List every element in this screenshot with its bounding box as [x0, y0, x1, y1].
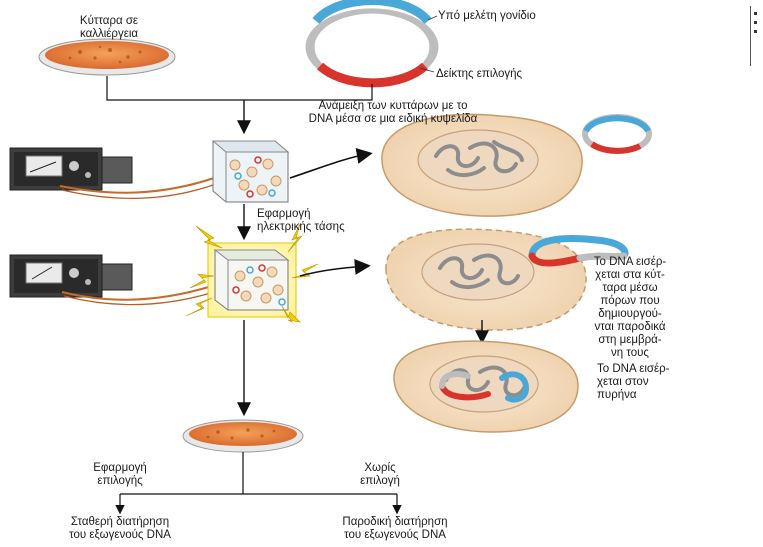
- apply-voltage-line2: ηλεκτρικής τάσης: [257, 221, 345, 233]
- mixing-line1: Ανάμειξη των κυττάρων με το: [318, 100, 468, 112]
- cuvette-icon: [211, 140, 290, 203]
- apply-selection-line1: Εφαρμογή: [93, 462, 147, 474]
- cells-culture-label: Κύτταρα σε καλλιέργεια: [54, 15, 164, 41]
- dna-enters-cells-line1: Το DNA εισέρ-: [593, 256, 667, 268]
- dna-enters-cells-line7: στη μεμβρά-: [598, 334, 662, 346]
- transient-maintenance-label: Παροδική διατήρηση του εξωγενούς DNA: [300, 516, 490, 542]
- dna-enters-cells-line3: ταρα μέσω: [602, 282, 658, 294]
- transient-maintenance-line2: του εξωγενούς DNA: [344, 529, 446, 541]
- no-selection-line2: επιλογή: [360, 475, 400, 487]
- gene-under-study-label: Υπό μελέτη γονίδιο: [438, 10, 536, 22]
- cell-icon: [385, 228, 629, 331]
- dna-enters-cells-line4: πόρων που: [600, 295, 660, 307]
- dna-enters-cells-line6: νται παροδικά: [594, 321, 666, 333]
- cell-icon: [393, 340, 579, 433]
- petri-dish-icon: [182, 419, 304, 453]
- cuvette-icon: [207, 242, 297, 318]
- dna-enters-cells-line2: χεται στα κύτ-: [595, 269, 665, 281]
- dna-enters-cells-line8: νη τους: [611, 347, 649, 359]
- dna-enters-nucleus-line3: πυρήνα: [597, 389, 637, 401]
- dna-enters-nucleus-line2: χεται στον: [597, 376, 649, 388]
- page-edge-mark: [750, 6, 761, 66]
- dna-enters-cells-line5: δημιουργού-: [598, 308, 662, 320]
- apply-voltage-label: Εφαρμογή ηλεκτρικής τάσης: [257, 208, 345, 234]
- apply-selection-line2: επιλογής: [97, 475, 143, 487]
- mixing-label: Ανάμειξη των κυττάρων με το DNA μέσα σε …: [248, 100, 538, 126]
- stable-maintenance-line2: του εξωγενούς DNA: [69, 529, 171, 541]
- plasmid-icon: [305, 0, 439, 88]
- apply-voltage-line1: Εφαρμογή: [257, 208, 311, 220]
- power-supply-icon: [9, 254, 133, 298]
- transient-maintenance-line1: Παροδική διατήρηση: [342, 516, 448, 528]
- dna-enters-nucleus-label: Το DNA εισέρ- χεται στον πυρήνα: [597, 363, 669, 402]
- no-selection-line1: Χωρίς: [364, 462, 396, 474]
- dna-enters-nucleus-line1: Το DNA εισέρ-: [597, 363, 670, 375]
- cell-icon: [381, 113, 583, 217]
- apply-selection-label: Εφαρμογή επιλογής: [70, 462, 170, 488]
- dna-enters-cells-label: Το DNA εισέρ- χεται στα κύτ- ταρα μέσω π…: [580, 256, 680, 360]
- spark-icon: [185, 223, 319, 323]
- stable-maintenance-label: Σταθερή διατήρηση του εξωγενούς DNA: [30, 516, 210, 542]
- petri-dish-icon: [38, 38, 176, 76]
- plasmid-icon: [582, 114, 652, 154]
- stable-maintenance-line1: Σταθερή διατήρηση: [70, 516, 170, 528]
- selection-marker-label: Δείκτης επιλογής: [436, 68, 523, 80]
- no-selection-label: Χωρίς επιλογή: [330, 462, 430, 488]
- cells-culture-line1: Κύτταρα σε: [79, 15, 139, 27]
- mixing-line2: DNA μέσα σε μια ειδική κυψελίδα: [308, 113, 478, 125]
- power-supply-icon: [9, 147, 133, 191]
- cells-culture-line2: καλλιέργεια: [79, 28, 139, 40]
